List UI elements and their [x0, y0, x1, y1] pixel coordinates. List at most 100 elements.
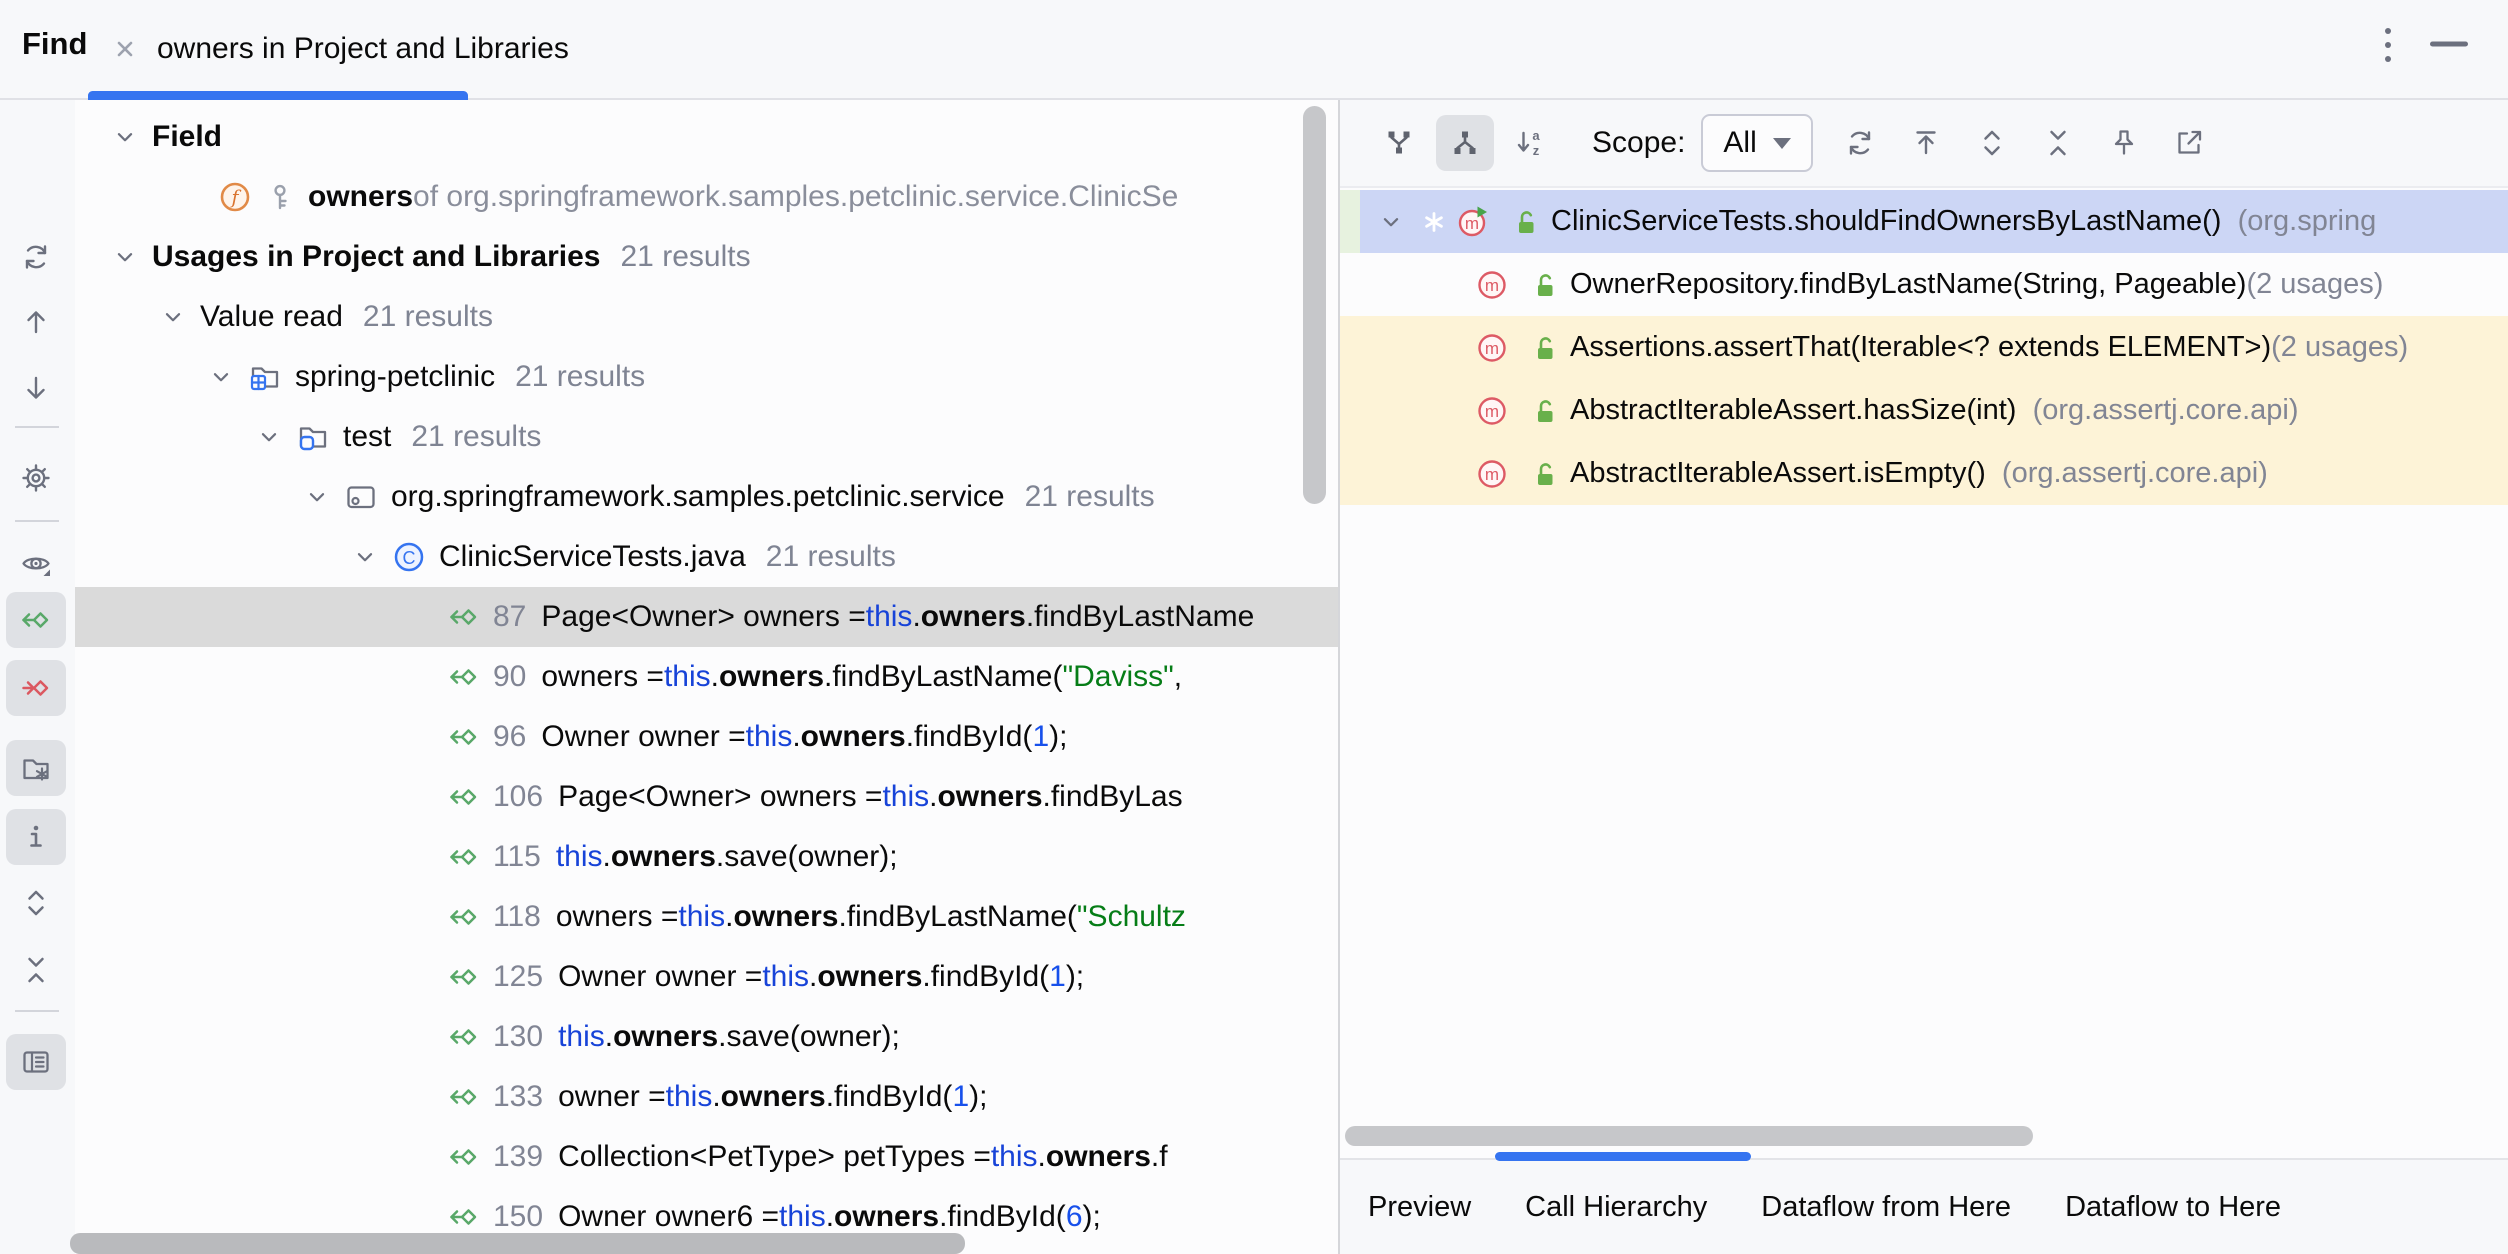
chevron-down-icon[interactable] — [1378, 209, 1404, 235]
bottom-tab-call-hierarchy[interactable]: Call Hierarchy — [1525, 1190, 1708, 1223]
method-qualifier: (2 usages) — [2246, 268, 2384, 300]
read-access-icon — [448, 961, 480, 993]
read-access-icon — [20, 604, 52, 636]
method-icon: m — [1475, 331, 1509, 365]
svg-text:C: C — [403, 548, 416, 568]
test-root-icon — [296, 420, 330, 454]
settings-button[interactable] — [6, 450, 66, 506]
usage-row[interactable]: Field — [75, 107, 1338, 167]
lock-open-icon — [1530, 459, 1560, 489]
chevron-down-icon[interactable] — [160, 304, 186, 330]
chevron-down-icon[interactable] — [352, 544, 378, 570]
svg-text:m: m — [1465, 214, 1479, 233]
pin-button[interactable] — [2095, 115, 2153, 171]
expand-all-button[interactable] — [1963, 115, 2021, 171]
bottom-tab-dataflow-to-here[interactable]: Dataflow to Here — [2065, 1190, 2282, 1223]
usage-row[interactable]: org.springframework.samples.petclinic.se… — [75, 467, 1338, 527]
chevron-down-icon[interactable] — [208, 364, 234, 390]
hide-icon[interactable] — [2426, 24, 2472, 64]
chevron-down-icon[interactable] — [112, 244, 138, 270]
collapse-all-button[interactable] — [2029, 115, 2087, 171]
scope-select[interactable]: All — [1701, 114, 1813, 172]
callee-hierarchy-icon — [1383, 127, 1415, 159]
preview-usages-button[interactable] — [6, 536, 66, 592]
write-access-button[interactable] — [6, 660, 66, 716]
read-access-button[interactable] — [6, 592, 66, 648]
bottom-tabs-bar: Preview Call Hierarchy Dataflow from Here D… — [1340, 1160, 2508, 1254]
kebab-menu-icon[interactable] — [2368, 25, 2408, 65]
method-qualifier: (org.assertj.core.api) — [2016, 394, 2299, 426]
svg-text:m: m — [1485, 402, 1499, 421]
preview-panel-icon — [20, 1046, 52, 1078]
panel-divider[interactable] — [1338, 100, 1340, 1254]
chevron-down-icon[interactable] — [256, 424, 282, 450]
expand-all-button[interactable] — [6, 875, 66, 931]
svg-text:z: z — [1533, 143, 1540, 158]
results-tab[interactable]: owners in Project and Libraries — [103, 0, 579, 98]
method-icon: m — [1475, 457, 1509, 491]
line-number: 106 — [493, 780, 544, 813]
refresh-button[interactable] — [6, 229, 66, 285]
group-usages-button[interactable] — [6, 740, 66, 796]
usages-horizontal-scrollbar[interactable] — [70, 1233, 965, 1254]
show-info-icon — [20, 821, 52, 853]
previous-occurrence-button[interactable] — [6, 294, 66, 350]
hierarchy-horizontal-scrollbar[interactable] — [1345, 1126, 2033, 1146]
base-on-this-method-button[interactable] — [1897, 115, 1955, 171]
module-icon — [248, 360, 282, 394]
node-label: Value read — [200, 300, 343, 333]
package-icon — [344, 480, 378, 514]
collapse-all-button[interactable] — [6, 942, 66, 998]
chevron-down-icon[interactable] — [304, 484, 330, 510]
bottom-tab-preview[interactable]: Preview — [1368, 1190, 1472, 1223]
usages-vertical-scrollbar[interactable] — [1303, 106, 1326, 504]
svg-text:m: m — [1485, 339, 1499, 358]
close-icon[interactable] — [113, 37, 137, 61]
toolbar-divider — [15, 1010, 59, 1012]
show-info-button[interactable] — [6, 809, 66, 865]
line-number: 87 — [493, 600, 527, 633]
preview-panel-button[interactable] — [6, 1034, 66, 1090]
method-qualifier: (2 usages) — [2271, 331, 2409, 363]
lock-open-icon — [1530, 270, 1560, 300]
chevron-down-icon[interactable] — [112, 124, 138, 150]
caller-hierarchy-icon — [1449, 127, 1481, 159]
line-number: 90 — [493, 660, 527, 693]
read-access-icon — [448, 841, 480, 873]
next-occurrence-button[interactable] — [6, 360, 66, 416]
test-status-strip — [1340, 190, 1360, 253]
caller-hierarchy-button[interactable] — [1436, 115, 1494, 171]
line-number: 96 — [493, 720, 527, 753]
result-count: 21 results — [765, 540, 896, 573]
refresh-button[interactable] — [1831, 115, 1889, 171]
write-access-icon — [20, 672, 52, 704]
bottom-tab-dataflow-from-here[interactable]: Dataflow from Here — [1761, 1190, 2012, 1223]
open-in-new-window-button[interactable] — [2161, 115, 2219, 171]
callee-hierarchy-button[interactable] — [1370, 115, 1428, 171]
toolbar-divider — [15, 520, 59, 522]
key-icon — [265, 182, 295, 212]
